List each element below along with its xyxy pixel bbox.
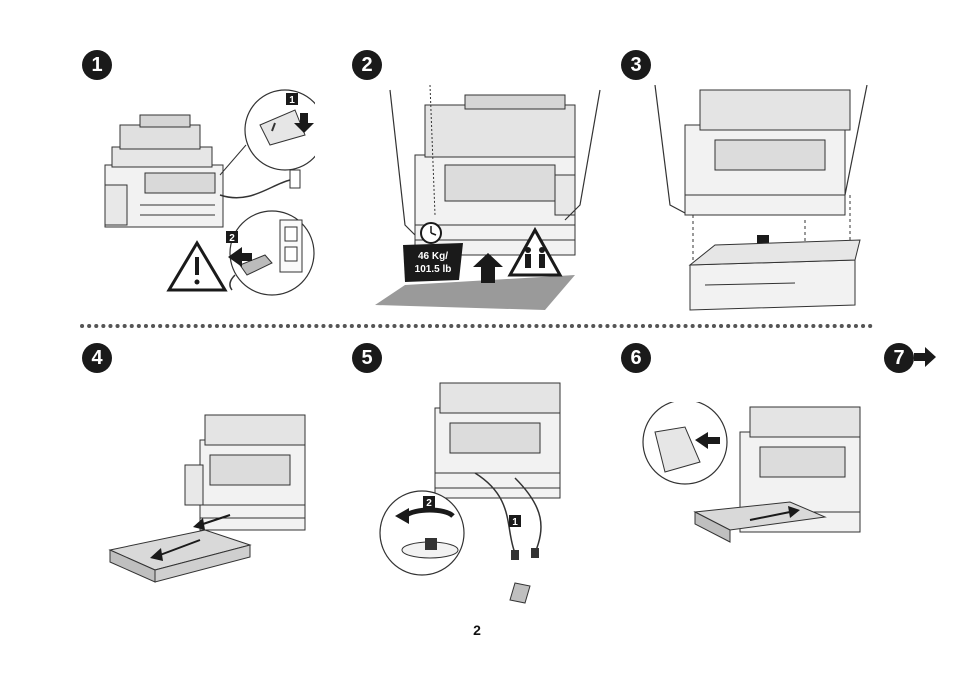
printer-illustration (105, 115, 223, 227)
weight-kg: 46 Kg/ (418, 251, 448, 262)
up-arrow-icon (473, 253, 503, 283)
paper-tray (110, 530, 250, 582)
step-6-badge: 6 (621, 343, 651, 373)
step-1-illustration: 1 2 (100, 85, 315, 300)
step-4-badge: 4 (82, 343, 112, 373)
screw-icon (511, 550, 519, 560)
page-number: 2 (0, 622, 954, 638)
step-1-badge: 1 (82, 50, 112, 80)
callout-2-label: 2 (229, 233, 235, 244)
step-2-illustration: 46 Kg/ 101.5 lb (375, 85, 605, 315)
step-5-illustration: 1 2 (375, 378, 570, 608)
unplug-callout: 2 (226, 211, 314, 295)
callout-1-label: 1 (512, 517, 518, 528)
weight-lb: 101.5 lb (415, 264, 452, 275)
callout-1-label: 1 (289, 95, 295, 106)
power-switch-callout: 1 (220, 90, 315, 175)
step-4-illustration (105, 410, 315, 585)
section-divider (80, 323, 875, 329)
step-3-illustration (645, 85, 875, 315)
weight-label: 46 Kg/ 101.5 lb (403, 243, 463, 282)
screw-icon (531, 548, 539, 558)
printer-illustration (435, 383, 560, 498)
rotate-knob-callout: 2 (380, 491, 464, 575)
clock-icon (421, 223, 441, 243)
warning-triangle-icon (169, 243, 225, 290)
step-5-badge: 5 (352, 343, 382, 373)
printer-illustration (185, 415, 305, 530)
right-arrow-icon (914, 347, 936, 367)
step-7-badge: 7 (884, 343, 914, 373)
callout-2-label: 2 (426, 498, 432, 509)
bracket-part (510, 583, 530, 603)
printer-illustration (685, 90, 850, 215)
step-2-badge: 2 (352, 50, 382, 80)
tray-lock-callout (643, 402, 727, 484)
step-6-illustration (640, 402, 865, 562)
paper-tray-module (690, 240, 860, 310)
step-3-badge: 3 (621, 50, 651, 80)
